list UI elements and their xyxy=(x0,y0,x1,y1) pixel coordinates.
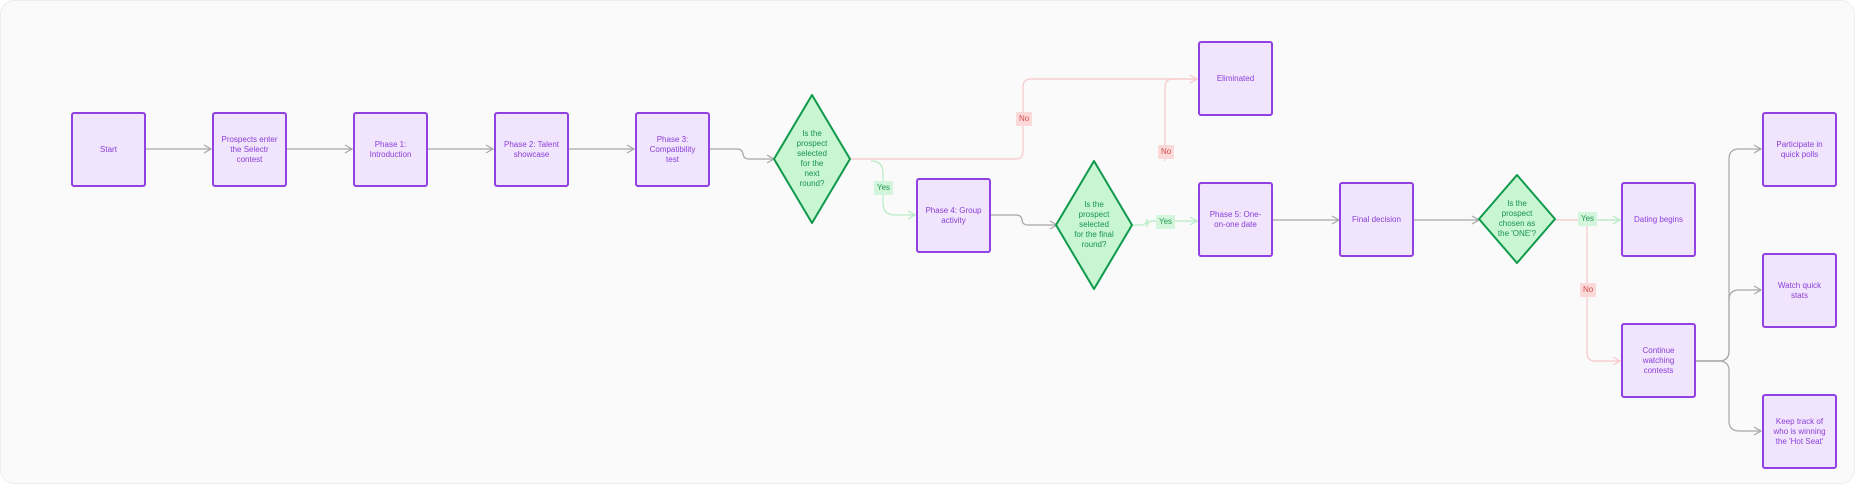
node-final-decision[interactable]: Final decision xyxy=(1339,182,1414,257)
edge-label-d3-no: No xyxy=(1580,283,1597,297)
node-phase4[interactable]: Phase 4: Group activity xyxy=(916,178,991,253)
edge-decision1-yes xyxy=(870,160,917,220)
edge-continue-to-polls xyxy=(1695,144,1763,362)
decision-1-text[interactable]: Is the prospect selected for the next ro… xyxy=(796,129,828,188)
node-phase3[interactable]: Phase 3: Compatibility test xyxy=(635,112,710,187)
node-continue-watching[interactable]: Continue watching contests xyxy=(1621,323,1696,398)
decision-2-text[interactable]: Is the prospect selected for the final r… xyxy=(1074,200,1114,249)
node-dating-begins[interactable]: Dating begins xyxy=(1621,182,1696,257)
node-prospects-enter[interactable]: Prospects enter the Selectr contest xyxy=(212,112,287,187)
edge-label-d1-no: No xyxy=(1016,112,1033,126)
node-watch-stats[interactable]: Watch quick stats xyxy=(1762,253,1837,328)
edge-continue-to-stats xyxy=(1695,285,1763,362)
edge-label-d1-yes: Yes xyxy=(874,181,894,195)
decision-diamond-3 xyxy=(1478,174,1556,264)
edge-label-d2-yes: Yes xyxy=(1156,215,1176,229)
node-phase5[interactable]: Phase 5: One-on-one date xyxy=(1198,182,1273,257)
node-start[interactable]: Start xyxy=(71,112,146,187)
edge-continue-to-track xyxy=(1695,360,1763,436)
edge-label-d2-no: No xyxy=(1158,145,1175,159)
edge-decision2-yes xyxy=(1132,216,1199,228)
edge-phase3-to-decision1 xyxy=(709,148,776,164)
decision-3-text[interactable]: Is the prospect chosen as the 'ONE'? xyxy=(1497,199,1537,238)
node-keep-track[interactable]: Keep track of who is winning the 'Hot Se… xyxy=(1762,394,1837,469)
decision-diamond-2 xyxy=(1055,160,1133,290)
node-phase2[interactable]: Phase 2: Talent showcase xyxy=(494,112,569,187)
edge-label-d3-yes: Yes xyxy=(1578,212,1598,226)
edge-decision2-no xyxy=(1164,74,1199,161)
node-eliminated[interactable]: Eliminated xyxy=(1198,41,1273,116)
edge-phase4-to-decision2 xyxy=(991,214,1059,230)
node-phase1[interactable]: Phase 1: Introduction xyxy=(353,112,428,187)
decision-diamond-1 xyxy=(773,94,851,224)
node-participate-polls[interactable]: Participate in quick polls xyxy=(1762,112,1837,187)
